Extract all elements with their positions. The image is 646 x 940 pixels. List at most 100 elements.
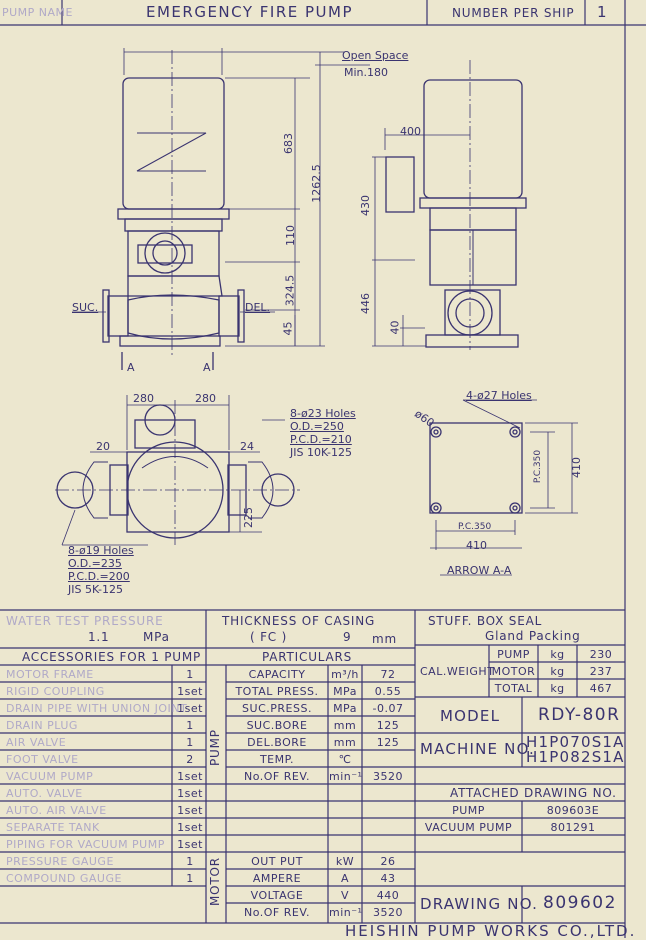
- accessory-name: RIGID COUPLING: [6, 685, 105, 698]
- open-space-min: Min.180: [344, 66, 389, 79]
- dim-430: 430: [359, 195, 372, 216]
- particulars-title: PARTICULARS: [262, 650, 353, 664]
- accessory-qty: 1set: [177, 821, 203, 834]
- accessory-name: AIR VALVE: [6, 736, 67, 749]
- accessory-qty: 1set: [177, 702, 203, 715]
- accessory-qty: 1: [186, 719, 194, 732]
- accessory-name: FOOT VALVE: [6, 753, 79, 766]
- motor-particular-name: VOLTAGE: [250, 889, 304, 902]
- accessory-name: AUTO. VALVE: [6, 787, 83, 800]
- particular-value: 72: [380, 668, 396, 681]
- dim-24: 24: [240, 440, 254, 453]
- particular-unit: mm: [333, 736, 357, 749]
- stuff-box-label: STUFF. BOX SEAL: [428, 614, 543, 628]
- weight-value: 237: [589, 665, 613, 678]
- weight-value: 230: [589, 648, 613, 661]
- dim-110: 110: [284, 225, 297, 246]
- particular-value: 3520: [373, 770, 403, 783]
- dim-446: 446: [359, 293, 372, 314]
- dim-280-left: 280: [133, 392, 154, 405]
- model-value: RDY-80R: [538, 705, 621, 725]
- particular-name: No.OF REV.: [244, 770, 310, 783]
- accessory-qty: 1: [186, 872, 194, 885]
- dim-45: 45: [281, 321, 295, 336]
- particular-value: -0.07: [372, 702, 404, 715]
- stuff-box-value: Gland Packing: [485, 629, 581, 643]
- machine-no-label: MACHINE NO.: [420, 740, 535, 758]
- open-space-label: Open Space: [342, 49, 409, 62]
- machine-no-value-2: H1P082S1A: [526, 748, 625, 766]
- dim-280-right: 280: [195, 392, 216, 405]
- casing-thickness-unit: mm: [372, 632, 397, 646]
- weight-value: 467: [589, 682, 613, 695]
- del-flange-od: O.D.=250: [290, 420, 344, 433]
- motor-particular-value: 26: [380, 855, 396, 868]
- weight-name: PUMP: [497, 648, 530, 661]
- motor-particular-name: No.OF REV.: [244, 906, 310, 919]
- weight-name: TOTAL: [494, 682, 533, 695]
- accessory-qty: 2: [186, 753, 194, 766]
- accessory-name: PRESSURE GAUGE: [6, 855, 114, 868]
- particular-unit: ℃: [338, 753, 352, 766]
- base-pcd-350-vertical: P.C.350: [533, 449, 544, 484]
- dim-20: 20: [96, 440, 110, 453]
- motor-particular-unit: min⁻¹: [329, 906, 363, 919]
- dim-40: 40: [388, 320, 402, 335]
- particular-unit: min⁻¹: [329, 770, 363, 783]
- base-410-horizontal: 410: [466, 539, 487, 552]
- accessory-name: DRAIN PIPE WITH UNION JOINT: [6, 702, 188, 715]
- del-flange-holes: 8-ø23 Holes: [290, 407, 356, 420]
- suction-label: SUC.: [72, 301, 99, 314]
- water-test-unit: MPa: [143, 630, 170, 644]
- drawing-no-value: 809602: [543, 893, 617, 913]
- spec-table-grid: [0, 609, 625, 924]
- motor-particular-value: 3520: [373, 906, 403, 919]
- base-410-vertical: 410: [570, 457, 583, 478]
- particular-value: 125: [376, 719, 400, 732]
- pump-group-label: PUMP: [208, 729, 222, 766]
- motor-particular-value: 440: [376, 889, 400, 902]
- cal-weight-label: CAL.WEIGHT: [420, 665, 495, 678]
- del-flange-pcd: P.C.D.=210: [290, 433, 352, 446]
- suc-flange-holes: 8-ø19 Holes: [68, 544, 134, 557]
- accessory-name: MOTOR FRAME: [6, 668, 94, 681]
- attached-value: 809603E: [546, 804, 600, 817]
- weight-unit: kg: [550, 665, 565, 678]
- plan-view: [55, 395, 300, 546]
- section-a-right: A: [203, 361, 211, 374]
- particular-name: TEMP.: [259, 753, 295, 766]
- particular-unit: MPa: [333, 702, 357, 715]
- motor-particular-unit: kW: [335, 855, 355, 868]
- accessory-name: COMPOUND GAUGE: [6, 872, 122, 885]
- accessory-name: VACUUM PUMP: [6, 770, 94, 783]
- particular-unit: MPa: [333, 685, 357, 698]
- weight-unit: kg: [550, 648, 565, 661]
- accessory-name: AUTO. AIR VALVE: [6, 804, 107, 817]
- motor-particular-value: 43: [380, 872, 396, 885]
- accessories-title: ACCESSORIES FOR 1 PUMP: [22, 650, 202, 664]
- particular-name: DEL.BORE: [247, 736, 307, 749]
- water-test-value: 1.1: [88, 630, 110, 644]
- accessory-qty: 1: [186, 668, 194, 681]
- accessory-name: PIPING FOR VACUUM PUMP: [6, 838, 165, 851]
- particular-unit: mm: [333, 719, 357, 732]
- motor-particular-unit: V: [340, 889, 350, 902]
- motor-particular-name: AMPERE: [252, 872, 302, 885]
- dim-400: 400: [400, 125, 421, 138]
- accessory-name: SEPARATE TANK: [6, 821, 100, 834]
- water-test-label: WATER TEST PRESSURE: [6, 614, 164, 628]
- attached-value: 801291: [550, 821, 596, 834]
- pump-name-label: PUMP NAME: [2, 6, 73, 19]
- dim-324-5: 324.5: [283, 274, 297, 307]
- particular-name: TOTAL PRESS.: [235, 685, 319, 698]
- accessory-qty: 1: [186, 736, 194, 749]
- casing-thickness-value: 9: [343, 630, 352, 644]
- accessory-qty: 1set: [177, 787, 203, 800]
- base-holes-label: 4-ø27 Holes: [466, 389, 532, 402]
- suc-flange-pcd: P.C.D.=200: [68, 570, 130, 583]
- particular-value: 125: [376, 736, 400, 749]
- motor-particular-unit: A: [340, 872, 350, 885]
- weight-name: MOTOR: [491, 665, 536, 678]
